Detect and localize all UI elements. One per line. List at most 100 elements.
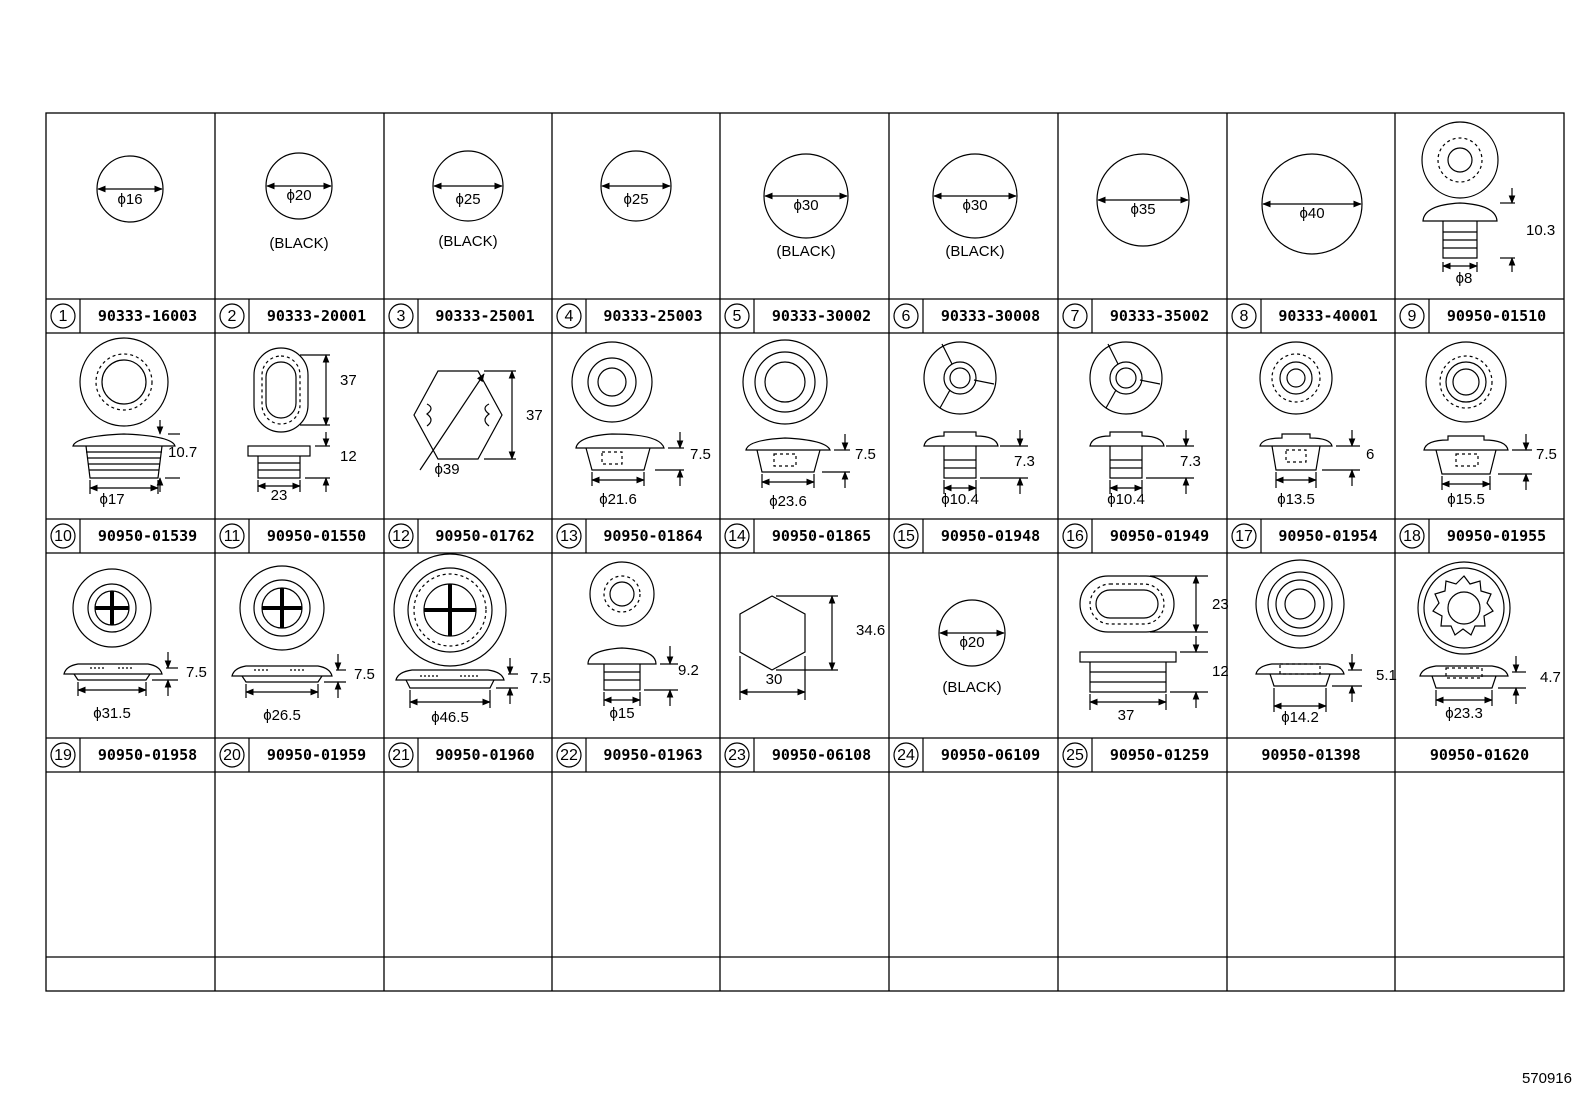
part-number: 90950-01620 — [1430, 746, 1529, 764]
grommet-22-drawing — [587, 561, 678, 706]
ref-circle — [388, 742, 414, 768]
ref-number: 21 — [392, 747, 410, 764]
part-number: 90333-40001 — [1278, 307, 1377, 325]
part-number: 90950-06109 — [941, 746, 1040, 764]
ref-number: 16 — [1066, 528, 1084, 545]
dimension-label: 23 — [271, 487, 288, 504]
dimension-label: 7.5 — [855, 446, 876, 463]
dimension-label: ϕ16 — [117, 191, 142, 208]
grommet-18-drawing — [1423, 341, 1532, 490]
dimension-label: ϕ20 — [286, 187, 311, 204]
ref-number: 1 — [59, 308, 68, 325]
part-number: 90950-01539 — [98, 527, 197, 545]
dimension-label: ϕ25 — [455, 191, 480, 208]
color-note: (BLACK) — [269, 235, 328, 252]
dimension-label: ϕ10.4 — [1107, 491, 1145, 508]
plug-24-drawing — [938, 599, 1006, 667]
ref-number: 23 — [728, 747, 746, 764]
part-number: 90950-01762 — [435, 527, 534, 545]
dimension-label: 7.5 — [354, 666, 375, 683]
dimension-label: 30 — [766, 671, 783, 688]
grommet-27-drawing — [1417, 561, 1526, 706]
dimension-label: 10.7 — [168, 444, 197, 461]
ref-circle — [1399, 523, 1425, 549]
dimension-label: ϕ26.5 — [263, 707, 301, 724]
drawing-id: 570916 — [1521, 1070, 1572, 1087]
ref-circle — [1062, 523, 1088, 549]
part-number: 90950-01959 — [267, 746, 366, 764]
ref-number: 14 — [728, 528, 746, 545]
dimension-label: 7.3 — [1014, 453, 1035, 470]
dimension-label: ϕ17 — [99, 491, 124, 508]
dimension-label: ϕ31.5 — [93, 705, 131, 722]
grommet-21-drawing — [393, 553, 518, 708]
dimension-label: ϕ46.5 — [431, 709, 469, 726]
ref-circle — [219, 303, 245, 329]
dimension-label: ϕ15.5 — [1447, 491, 1485, 508]
dimension-label: ϕ23.3 — [1445, 705, 1483, 722]
ref-circle — [388, 523, 414, 549]
ref-number: 20 — [223, 747, 241, 764]
plug-3-drawing — [432, 150, 504, 222]
dimension-label: 34.6 — [856, 622, 885, 639]
dimension-label: ϕ40 — [1299, 205, 1324, 222]
ref-number: 2 — [228, 308, 237, 325]
dimension-label: 7.5 — [690, 446, 711, 463]
ref-circle — [893, 303, 919, 329]
ref-circle — [219, 523, 245, 549]
ref-number: 24 — [897, 747, 915, 764]
component-drawings — [63, 121, 1532, 712]
dimension-label: ϕ30 — [962, 197, 987, 214]
dimension-label: 7.5 — [1536, 446, 1557, 463]
ref-circle — [556, 742, 582, 768]
ref-circle — [1062, 303, 1088, 329]
dimension-label: ϕ21.6 — [599, 491, 637, 508]
ref-circle — [893, 523, 919, 549]
ref-circle — [388, 303, 414, 329]
part-number: 90950-01259 — [1110, 746, 1209, 764]
part-number: 90333-30008 — [941, 307, 1040, 325]
ref-number: 15 — [897, 528, 915, 545]
ref-circle — [50, 523, 76, 549]
part-number: 90950-01954 — [1278, 527, 1377, 545]
dimension-label: ϕ10.4 — [941, 491, 979, 508]
grommet-14-drawing — [742, 339, 850, 488]
dimension-label: ϕ39 — [434, 461, 459, 478]
dimension-label: ϕ13.5 — [1277, 491, 1315, 508]
ref-number: 3 — [397, 308, 406, 325]
plug-7-drawing — [1096, 153, 1190, 247]
part-number: 90950-01864 — [603, 527, 702, 545]
dimension-label: ϕ23.6 — [769, 493, 807, 510]
part-number: 90333-35002 — [1110, 307, 1209, 325]
grommet-17-drawing — [1259, 341, 1360, 488]
part-number: 90333-30002 — [772, 307, 871, 325]
part-number: 90333-25001 — [435, 307, 534, 325]
part-number: 90950-01963 — [603, 746, 702, 764]
dimension-label: 37 — [526, 407, 543, 424]
part-number: 90950-01949 — [1110, 527, 1209, 545]
grommet-10-drawing — [72, 337, 180, 494]
part-number: 90950-01955 — [1447, 527, 1546, 545]
ref-number: 25 — [1066, 747, 1084, 764]
dimension-label: ϕ15 — [609, 705, 634, 722]
ref-number: 7 — [1071, 308, 1080, 325]
dimension-label: 37 — [340, 372, 357, 389]
